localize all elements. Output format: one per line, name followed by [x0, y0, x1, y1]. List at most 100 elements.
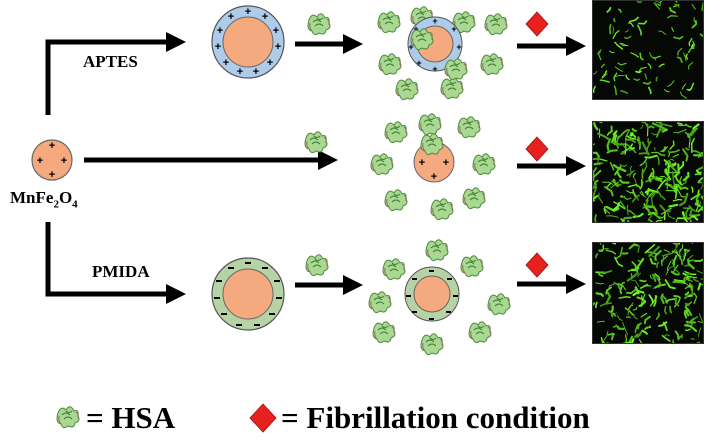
svg-text:+: + [275, 41, 281, 53]
fibril-mark [672, 198, 683, 202]
fibril-mark [690, 215, 699, 221]
fibril-mark [698, 181, 703, 184]
fibril-mark [664, 279, 676, 290]
fibril-mark [642, 81, 652, 85]
fibril-mark [643, 315, 651, 325]
fibril-mark [693, 17, 696, 23]
fibril-mark [685, 53, 689, 60]
fibril-mark [626, 209, 631, 213]
fibril-mark [687, 258, 695, 270]
fibril-mark [673, 185, 678, 200]
fibril-mark [606, 6, 612, 13]
fibril-mark [593, 200, 595, 202]
svg-text:+: + [451, 24, 456, 34]
fibril-mark [639, 158, 648, 167]
fibril-mark [689, 219, 693, 222]
fibril-mark [605, 215, 619, 218]
fibril-mark [684, 328, 691, 332]
fibril-mark [615, 135, 620, 149]
fibril-mark [671, 26, 675, 32]
fibril-mark [637, 272, 642, 278]
svg-text:+: + [237, 66, 243, 78]
fibril-mark [641, 141, 650, 156]
fibril-mark [701, 2, 703, 12]
fibril-mark [605, 182, 612, 189]
fibril-mark [691, 243, 693, 245]
fibril-mark [679, 186, 689, 190]
fibril-mark [624, 138, 636, 144]
core-protein-corona: ++ ++ [370, 113, 496, 221]
fibril-mark [630, 279, 640, 288]
pmida-coated-particle [211, 257, 285, 331]
fibril-mark [682, 215, 693, 221]
fibril-mark [664, 334, 670, 337]
fibril-mark [662, 214, 665, 219]
fibril-mark [676, 56, 683, 63]
fibril-mark [619, 286, 623, 295]
fibril-mark [674, 297, 680, 307]
fibril-mark [678, 257, 684, 266]
fibril-mark [677, 124, 687, 127]
fibril-mark [627, 219, 630, 222]
fibril-mark [664, 160, 669, 166]
svg-text:+: + [49, 169, 55, 181]
fibril-mark [698, 313, 703, 323]
fibril-mark [675, 218, 678, 222]
fibril-mark [667, 150, 671, 158]
fibril-mark [597, 132, 609, 140]
fibril-mark [675, 243, 680, 249]
fibril-mark [614, 41, 624, 50]
fibril-mark [652, 273, 657, 282]
fibril-mark [613, 312, 617, 317]
fibril-mark [638, 66, 647, 72]
fibril-mark [695, 199, 699, 213]
svg-text:+: + [431, 171, 437, 183]
svg-text:+: + [223, 57, 229, 69]
fibril-mark [669, 140, 675, 150]
fibril-mark [673, 35, 684, 40]
fibril-mark [697, 327, 702, 338]
fibril-mark [647, 212, 652, 222]
fibril-mark [598, 192, 604, 204]
fibril-mark [632, 291, 640, 297]
fibril-mark [669, 305, 673, 314]
fibril-mark [688, 61, 694, 70]
fibril-mark [685, 320, 696, 324]
fibril-mark [655, 219, 662, 222]
fibril-mark [612, 324, 617, 328]
fibril-mark [669, 149, 680, 154]
fibril-mark [677, 335, 682, 341]
svg-text:+: + [432, 64, 437, 74]
fibril-mark [645, 190, 655, 202]
fibril-mark [653, 176, 661, 182]
fibril-mark [614, 256, 624, 267]
fibril-mark [639, 279, 647, 283]
micrograph-core [592, 121, 704, 223]
fibril-mark [643, 203, 650, 211]
fibril-mark [607, 333, 616, 336]
svg-text:+: + [443, 157, 449, 169]
fibril-mark [672, 243, 678, 246]
fibril-mark [620, 151, 625, 155]
svg-text:+: + [253, 66, 259, 78]
fibril-mark [627, 302, 634, 316]
fibril-mark [594, 214, 597, 222]
fibril-mark [684, 292, 696, 300]
fibril-mark [645, 251, 659, 255]
fibril-mark [684, 324, 698, 332]
svg-text:+: + [49, 140, 55, 152]
fibril-mark [616, 325, 625, 331]
fibril-mark [629, 132, 634, 137]
fibril-mark [665, 298, 677, 303]
fibril-mark [660, 293, 665, 304]
fibril-mark [700, 206, 703, 211]
fibril-mark [688, 205, 693, 217]
fibril-mark [620, 194, 632, 201]
fibril-mark [669, 7, 677, 14]
fibril-mark [665, 265, 675, 276]
fibril-mark [674, 330, 680, 339]
fibril-mark [694, 202, 701, 207]
micrograph-pmida [592, 242, 704, 344]
fibril-mark [663, 249, 670, 253]
fibril-mark [622, 322, 629, 336]
